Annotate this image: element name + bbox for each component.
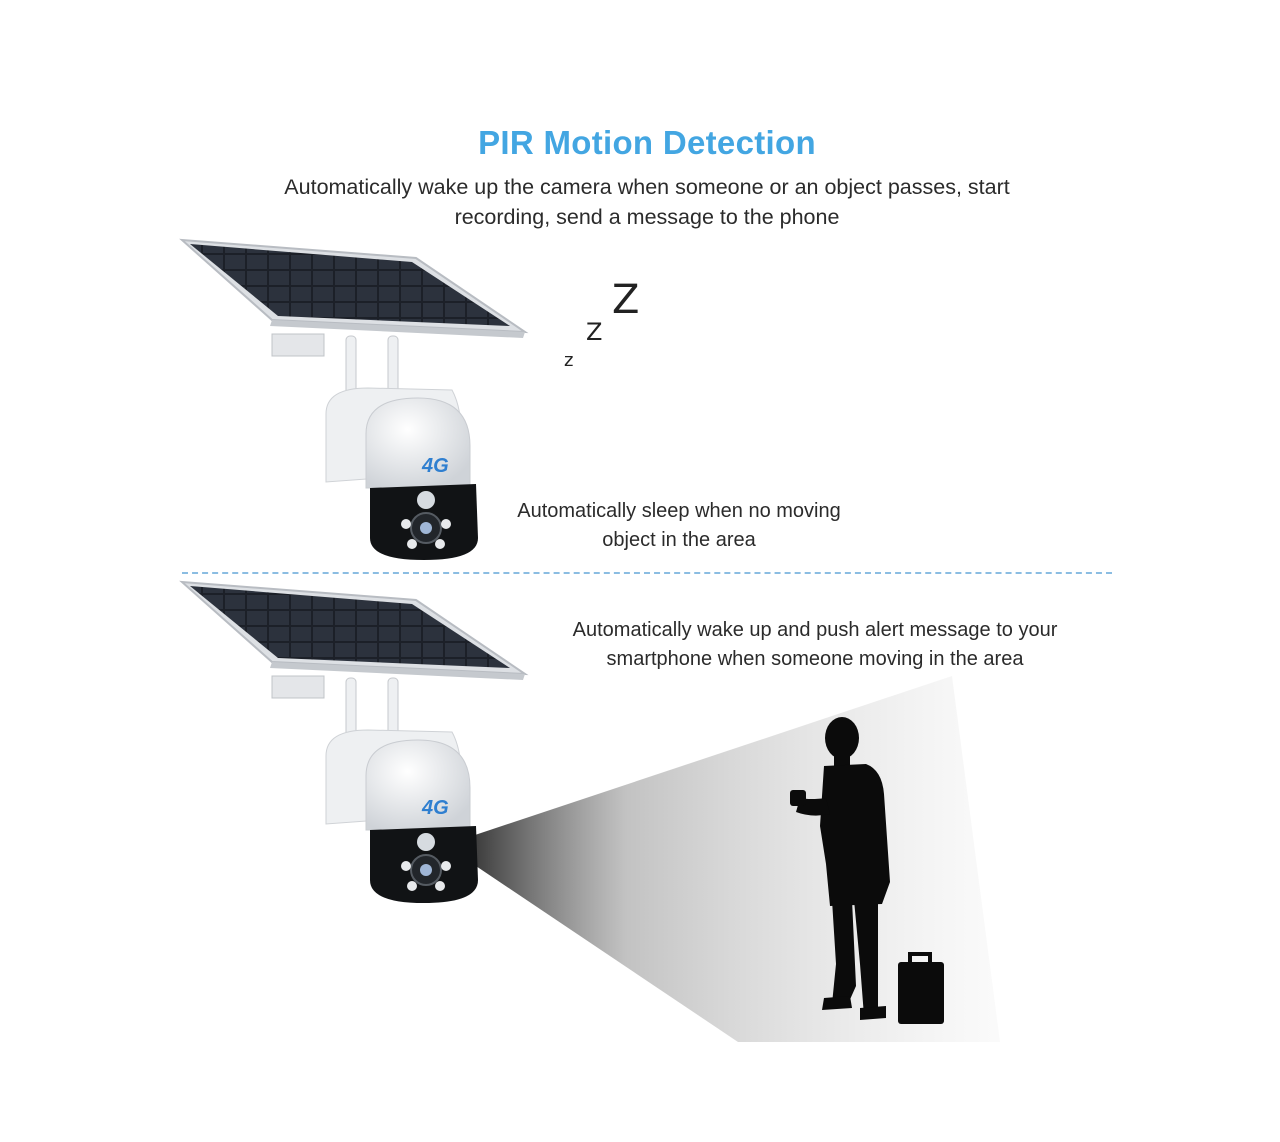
4g-badge: 4G [421,797,449,819]
sleep-z-large: Z [612,277,640,323]
page-title: PIR Motion Detection [478,124,816,161]
solar-camera-active: 4G [179,580,529,903]
4g-badge: 4G [421,455,449,477]
sleep-z-medium: Z [586,318,603,346]
person-silhouette [790,717,944,1024]
sleep-z-small: z [564,350,574,371]
wake-caption: Automatically wake up and push alert mes… [572,619,1058,670]
sleep-caption: Automatically sleep when no moving objec… [517,500,841,551]
page-subtitle: Automatically wake up the camera when so… [284,175,1010,229]
solar-camera-sleeping: 4G [179,238,529,560]
section-divider [182,572,1112,574]
